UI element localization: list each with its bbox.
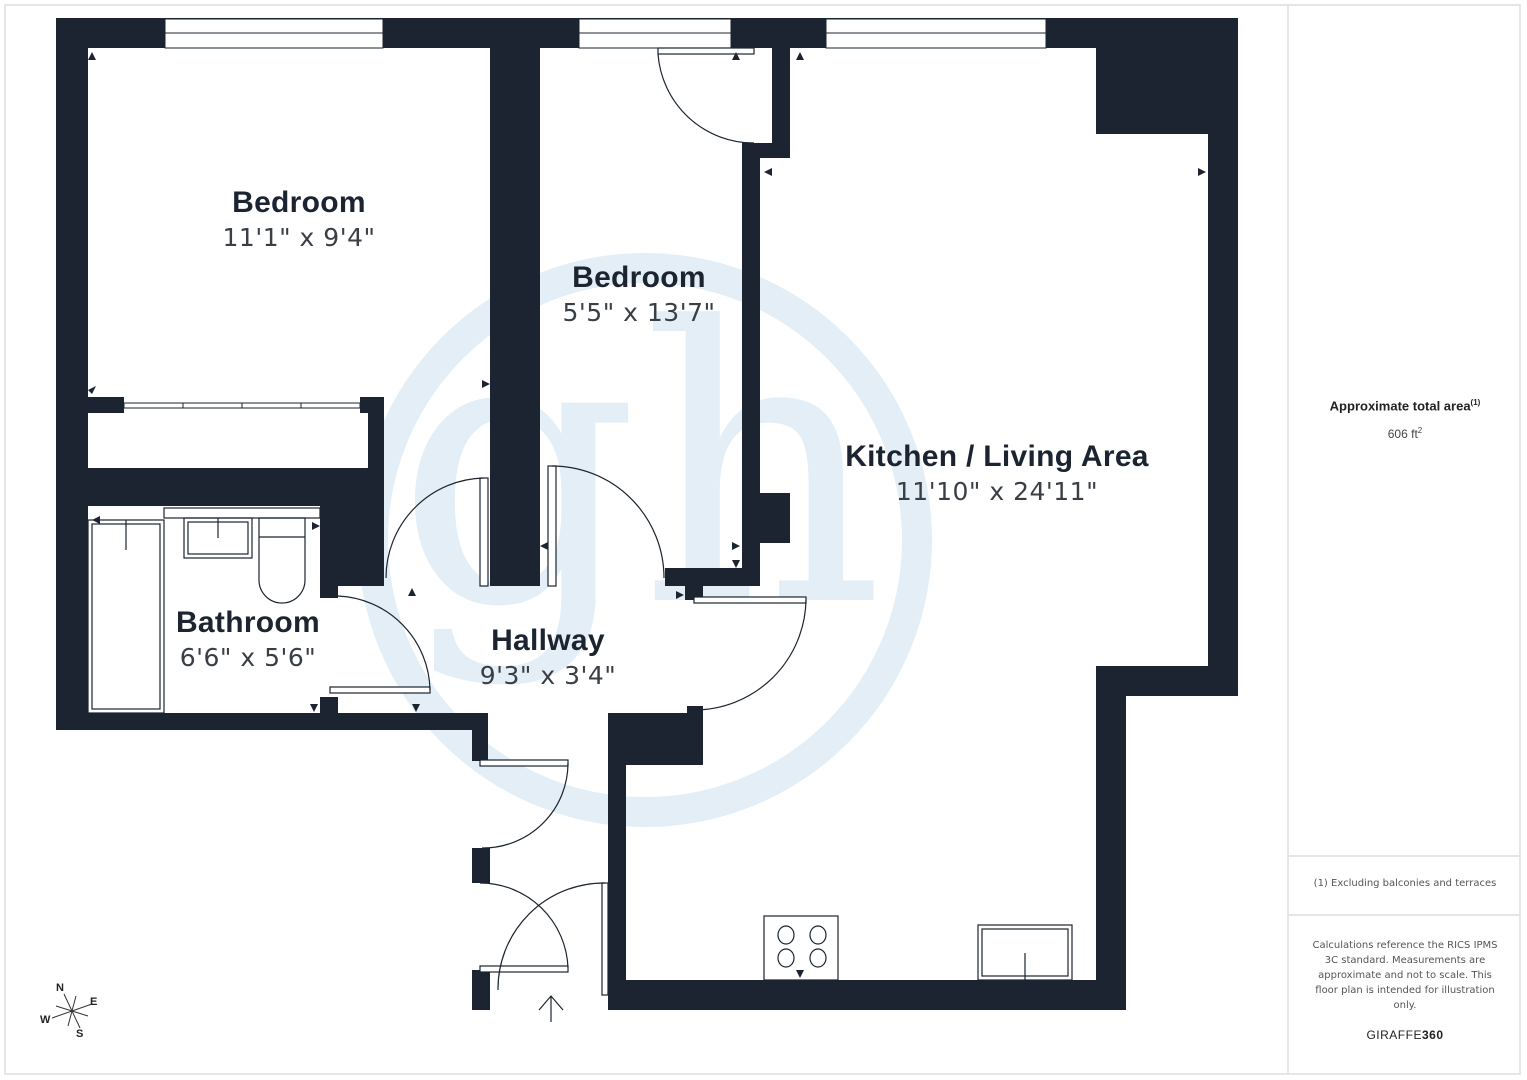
room-dimensions: 11'10" x 24'11" (895, 477, 1099, 506)
area-unit-sup: 2 (1417, 426, 1423, 435)
area-value: 606 ft2 (1289, 426, 1521, 441)
toilet (258, 517, 306, 604)
room-name: Hallway (491, 624, 605, 657)
room-label-bathroom: Bathroom 6'6" x 5'6" (176, 606, 320, 676)
windows (164, 18, 1047, 49)
arrow-up-icon (538, 995, 564, 1022)
measure-markers (88, 52, 1206, 978)
room-dimensions: 9'3" x 3'4" (479, 661, 617, 690)
hob (763, 915, 839, 981)
bathroom-fixtures (87, 507, 321, 714)
area-value-text: 606 ft (1387, 427, 1418, 441)
compass-icon: N E S W (38, 980, 108, 1045)
compass-south: S (76, 1028, 84, 1040)
footnote: (1) Excluding balconies and terraces (1313, 878, 1497, 889)
kitchen-fixtures (763, 915, 1073, 981)
compass-east: E (90, 996, 98, 1008)
doors (329, 47, 807, 996)
brand-bold: 360 (1421, 1028, 1444, 1042)
compass-rose-icon (51, 993, 93, 1029)
wardrobe-doors (123, 402, 361, 409)
sidebar-divider (1289, 855, 1521, 857)
disclaimer: Calculations reference the RICS IPMS 3C … (1312, 940, 1498, 1011)
compass-north: N (56, 982, 64, 994)
room-dimensions: 5'5" x 13'7" (562, 298, 716, 327)
room-name: Bedroom (232, 186, 366, 219)
room-dimensions: 6'6" x 5'6" (179, 643, 317, 672)
brand-logo: GIRAFFE360 (1289, 1028, 1521, 1042)
room-name: Kitchen / Living Area (845, 440, 1149, 473)
svg-text:gh: gh (396, 247, 884, 690)
room-label-kitchen-living: Kitchen / Living Area 11'10" x 24'11" (845, 440, 1149, 510)
room-label-hallway: Hallway 9'3" x 3'4" (480, 624, 617, 694)
room-dimensions: 11'1" x 9'4" (222, 223, 376, 252)
room-name: Bathroom (175, 606, 321, 639)
area-title-text: Approximate total area (1329, 398, 1471, 414)
sidebar-divider (1289, 914, 1521, 916)
area-title: Approximate total area(1) (1289, 398, 1521, 413)
room-label-bedroom-2: Bedroom 5'5" x 13'7" (563, 261, 716, 331)
watermark-logo: gh (358, 247, 932, 827)
room-name: Bedroom (572, 261, 706, 294)
brand-light: GIRAFFE (1366, 1028, 1422, 1042)
compass-west: W (40, 1014, 51, 1026)
page-frame (4, 4, 1521, 1075)
info-sidebar (1287, 4, 1521, 1075)
area-footnote-ref: (1) (1470, 398, 1481, 407)
room-label-bedroom-1: Bedroom 11'1" x 9'4" (223, 186, 376, 256)
walls (56, 18, 1238, 1010)
